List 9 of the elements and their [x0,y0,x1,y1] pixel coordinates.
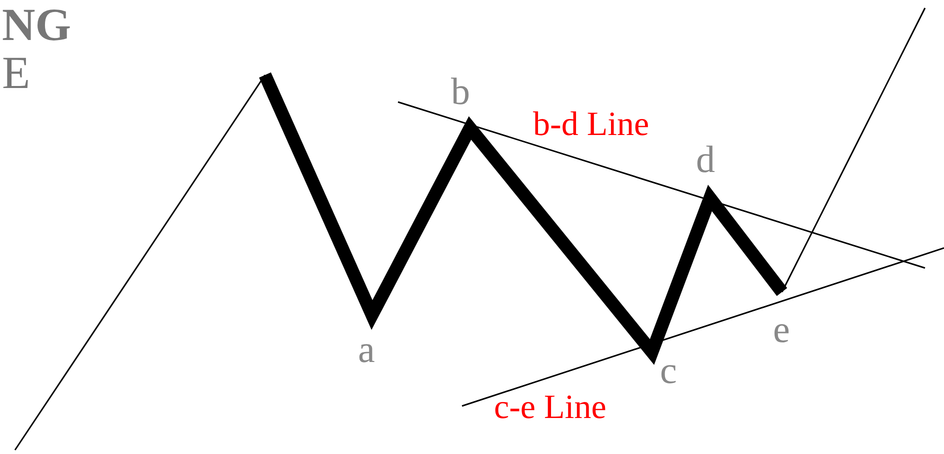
point-label: e [773,311,790,349]
point-label: d [696,141,715,179]
line-label: c-e Line [494,391,606,425]
point-label: b [451,73,470,111]
line-label: b-d Line [533,108,650,142]
point-label: a [358,331,375,369]
heading-text: E [2,50,30,96]
point-label: c [660,352,677,390]
heading-text: NG [2,2,71,48]
